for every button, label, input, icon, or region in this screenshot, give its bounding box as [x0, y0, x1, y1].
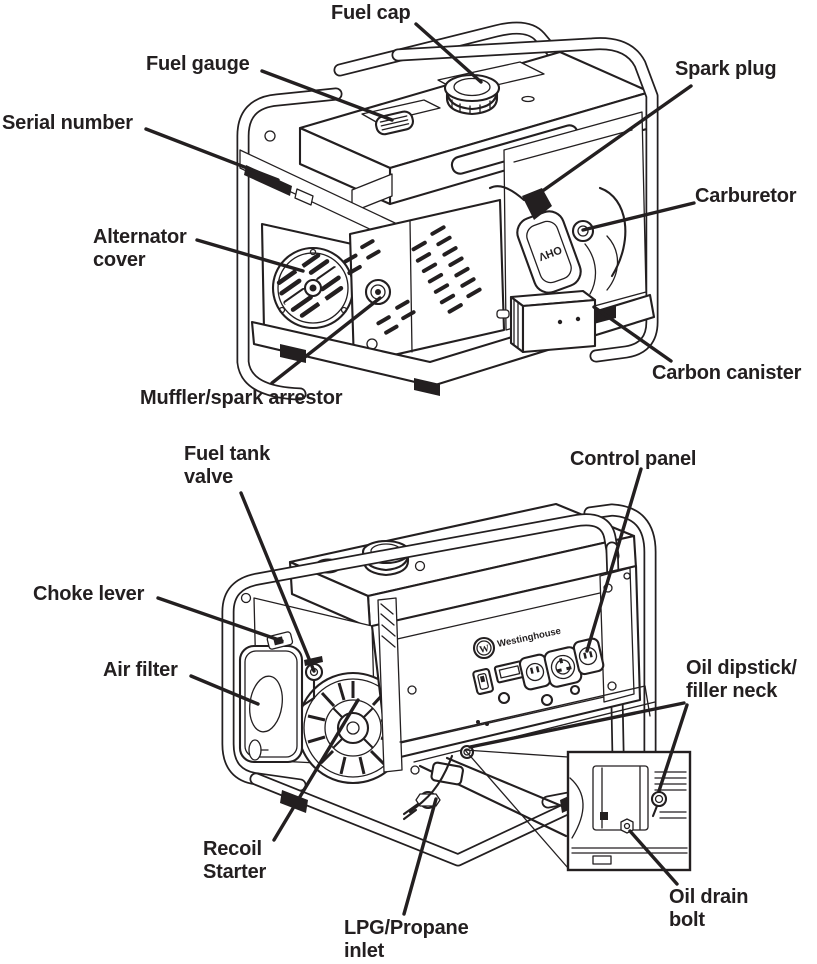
alternator-cover-part: [260, 222, 374, 354]
leader-muffler: [270, 296, 382, 385]
label-oil-drain-bolt: Oil drain bolt: [669, 886, 749, 931]
engine-assembly: OHV: [488, 111, 647, 331]
label-serial-number: Serial number: [2, 112, 133, 134]
label-spark-plug: Spark plug: [675, 58, 777, 80]
label-oil-dipstick-filler-neck: Oil dipstick/ filler neck: [686, 657, 797, 702]
oil-dipstick-part: [650, 790, 668, 818]
leader-air-filter: [189, 674, 260, 706]
leader-carburetor: [581, 201, 696, 232]
spark-plug-part: [488, 185, 552, 220]
label-control-panel: Control panel: [570, 448, 697, 470]
leader-recoil-starter: [272, 698, 360, 842]
breaker-button[interactable]: [569, 684, 581, 696]
label-alternator-cover: Alternator cover: [93, 226, 187, 271]
label-air-filter: Air filter: [103, 659, 178, 681]
leader-fuel-gauge: [260, 69, 394, 122]
leader-serial-number: [144, 127, 280, 182]
fuel-cap-part: [443, 73, 501, 116]
leader-oil-dipstick-inset: [657, 703, 689, 793]
label-fuel-tank-valve: Fuel tank valve: [184, 443, 270, 488]
label-muffler-spark-arrestor: Muffler/spark arrestor: [140, 387, 343, 409]
oil-detail-inset: [566, 750, 692, 872]
leader-fuel-tank-valve: [239, 491, 316, 673]
power-switch[interactable]: [472, 668, 494, 695]
leader-oil-dipstick-machine: [468, 701, 686, 749]
muffler-spark-arrestor-part: [343, 198, 506, 366]
label-fuel-gauge: Fuel gauge: [146, 53, 250, 75]
label-carbon-canister: Carbon canister: [652, 362, 802, 384]
leader-lpg-inlet: [402, 797, 438, 916]
leader-spark-plug: [532, 84, 693, 199]
generator-top-view-illustration: OHV: [236, 21, 659, 401]
engine-bay: [238, 597, 410, 785]
svg-text:W: W: [478, 643, 490, 656]
control-panel-part: W Westinghouse: [370, 564, 642, 775]
leader-fuel-cap: [414, 22, 483, 84]
label-lpg-propane-inlet: LPG/Propane inlet: [344, 917, 469, 962]
breaker-button[interactable]: [497, 691, 511, 705]
leader-lines: [144, 22, 696, 916]
generator-bottom-view-illustration: W Westinghouse: [221, 502, 692, 872]
leader-choke-lever: [156, 596, 284, 643]
leader-oil-drain-bolt: [628, 829, 679, 886]
brand-logo-icon: W: [472, 636, 496, 660]
air-filter-part: [238, 644, 304, 764]
leader-carbon-canister: [592, 305, 673, 363]
rope-handle: [248, 739, 269, 761]
leader-alternator-cover: [195, 238, 305, 273]
label-choke-lever: Choke lever: [33, 583, 145, 605]
label-carburetor: Carburetor: [695, 185, 797, 207]
meter-display: [493, 660, 526, 684]
leader-control-panel: [585, 467, 643, 653]
carbon-canister-part: [496, 289, 597, 354]
label-recoil-starter: Recoil Starter: [203, 838, 267, 883]
valve-cover: [516, 210, 582, 294]
label-fuel-cap: Fuel cap: [331, 2, 411, 24]
breaker-button[interactable]: [540, 693, 554, 707]
outlet-240v[interactable]: [572, 637, 605, 676]
